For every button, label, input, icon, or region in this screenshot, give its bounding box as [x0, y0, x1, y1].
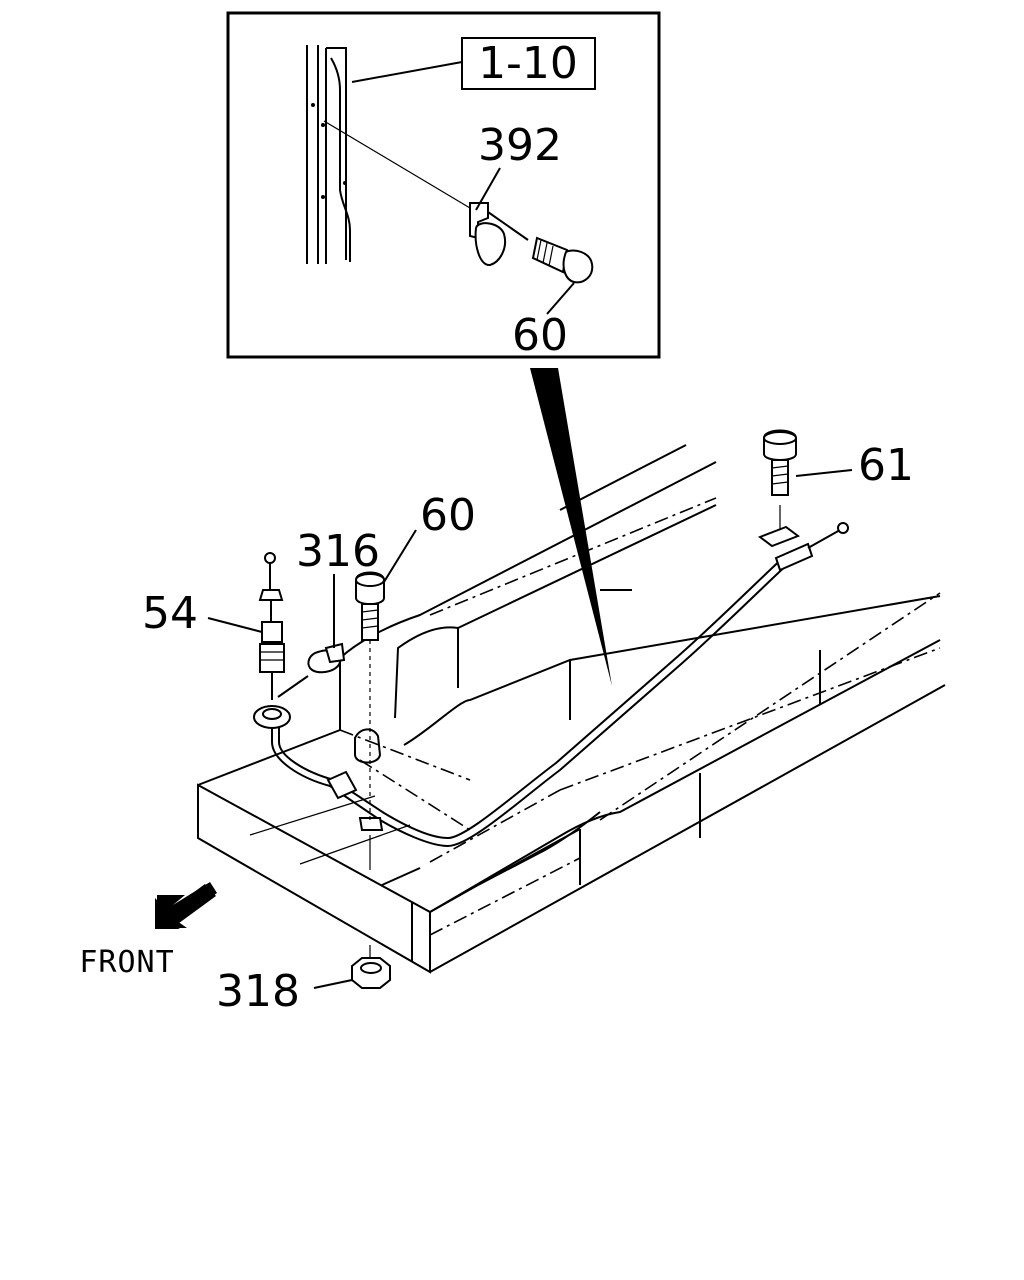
leader-318 [313, 979, 353, 989]
leader-61 [795, 469, 853, 477]
inset-frame-rail [306, 45, 351, 264]
reference-leader [351, 61, 463, 83]
part-318 [351, 945, 391, 989]
callout-392: 392 [478, 120, 562, 171]
part-316 [277, 642, 346, 698]
leader-392 [475, 167, 501, 211]
cable [271, 522, 849, 848]
zoom-pointer [530, 368, 612, 686]
leader-54 [207, 617, 263, 633]
callout-318: 318 [216, 966, 300, 1017]
reference-box [461, 37, 596, 90]
leader-60-inset [546, 282, 575, 315]
leader-60 [383, 529, 417, 583]
front-label: FRONT [79, 945, 174, 980]
front-arrow-icon [155, 882, 217, 929]
reference-label: 1-10 [478, 38, 578, 89]
callout-60-inset: 60 [512, 310, 568, 361]
inset-mount-line [323, 120, 471, 209]
part-61 [757, 429, 801, 548]
callout-316: 316 [296, 526, 380, 577]
bolt-60-inset [531, 236, 594, 284]
part-54 [253, 552, 291, 729]
callout-54: 54 [142, 588, 198, 639]
part-60 [355, 571, 385, 870]
bracket-392 [469, 202, 529, 266]
inset-detail: 1-10 392 60 [226, 11, 661, 361]
callout-60: 60 [420, 490, 476, 541]
callout-61: 61 [858, 440, 914, 491]
